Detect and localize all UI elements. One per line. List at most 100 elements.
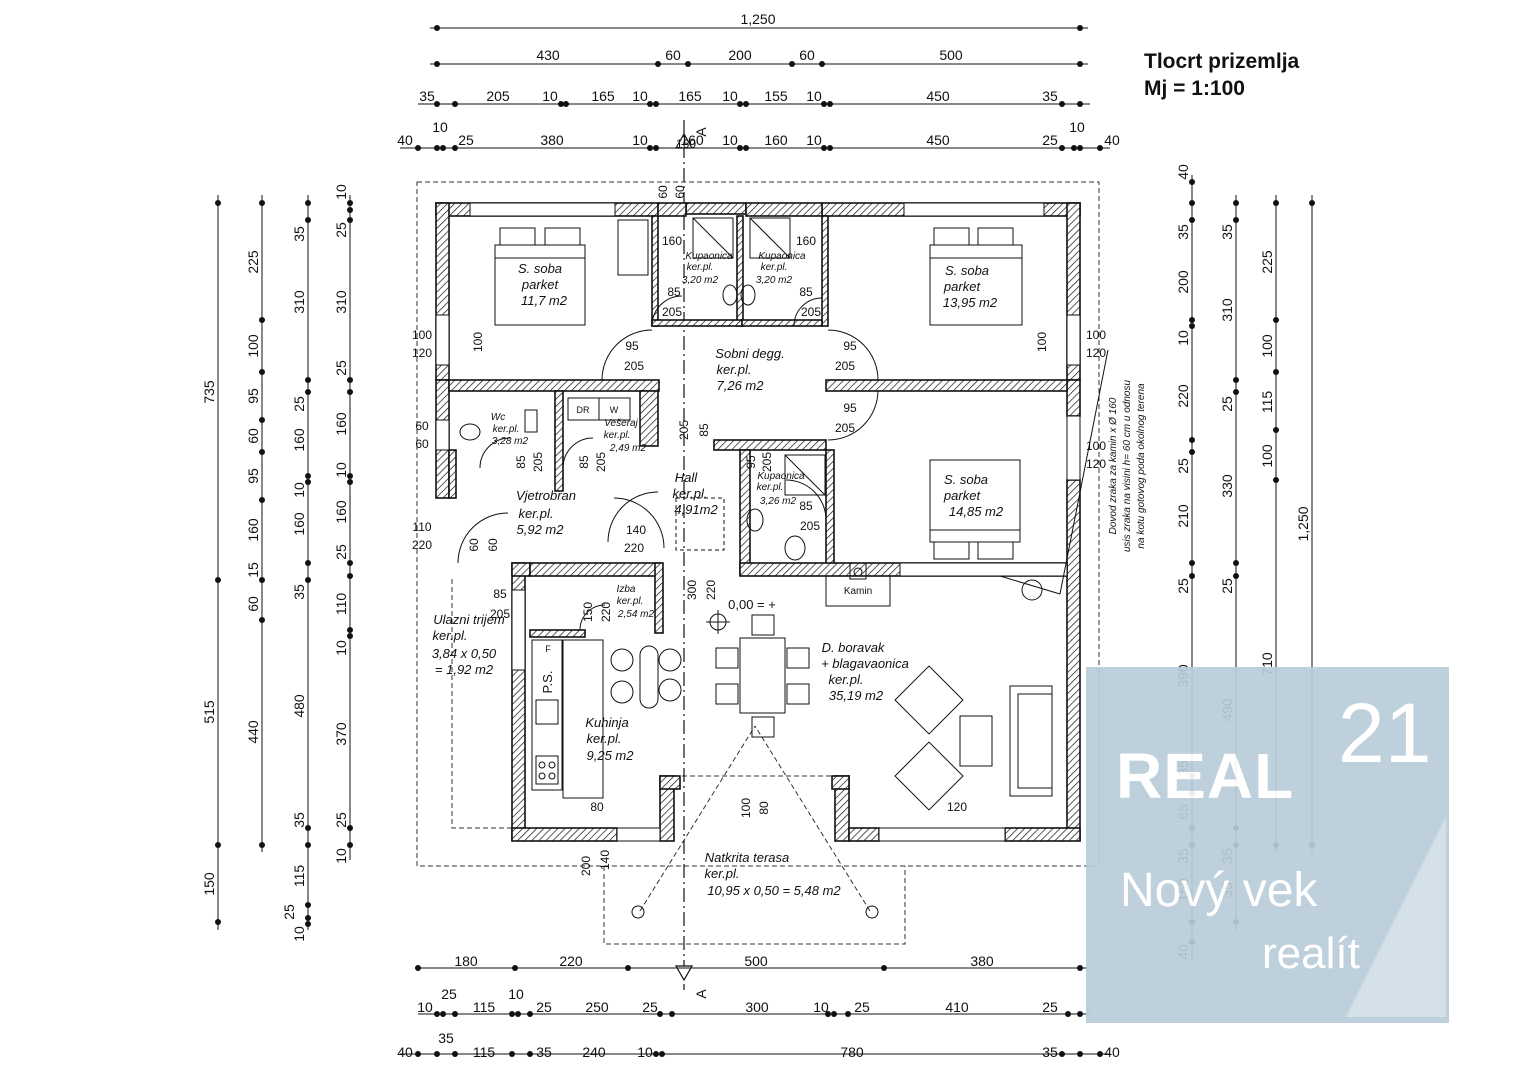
svg-text:14,85 m2: 14,85 m2	[949, 504, 1004, 519]
svg-text:205: 205	[801, 305, 821, 319]
svg-text:60: 60	[656, 185, 670, 199]
watermark-shape	[1346, 817, 1446, 1017]
svg-text:100: 100	[1086, 439, 1106, 453]
svg-text:85: 85	[667, 285, 681, 299]
svg-text:100: 100	[1086, 328, 1106, 342]
left-dimension-text: 735 515 150 225 100 95 60 95 160 15 60 4…	[201, 184, 349, 942]
svg-text:ker.pl.: ker.pl.	[761, 262, 788, 273]
dim-bot-2-8: 10	[813, 999, 829, 1015]
svg-text:ker.pl.: ker.pl.	[604, 430, 631, 441]
dim-top-1-0: 1,250	[740, 11, 775, 27]
room-kitchen: Kuhinja ker.pl. 9,25 m2	[585, 715, 634, 763]
room-pantry: Izba ker.pl. 2,54 m2	[617, 584, 655, 620]
dim-l1-0: 735	[201, 380, 217, 404]
svg-text:3,20 m2: 3,20 m2	[682, 275, 719, 286]
dim-r1-6: 210	[1175, 504, 1191, 528]
room-covered-terrace: Natkrita terasa ker.pl. 10,95 x 0,50 = 5…	[705, 850, 842, 898]
dim-top-4-4: 10	[632, 132, 648, 148]
svg-text:85: 85	[514, 455, 528, 469]
dim-l3-0: 35	[291, 226, 307, 242]
svg-text:13,95 m2: 13,95 m2	[943, 295, 998, 310]
room-wc: Wc ker.pl. 3,28 m2	[491, 412, 529, 447]
svg-text:100: 100	[1035, 332, 1049, 352]
svg-text:120: 120	[1086, 457, 1106, 471]
dim-l4-10: 370	[333, 722, 349, 746]
svg-text:Wc: Wc	[491, 412, 505, 423]
dim-bot-3-2: 115	[473, 1044, 496, 1060]
watermark-number: 21	[1338, 686, 1432, 780]
svg-text:205: 205	[490, 607, 510, 621]
windows	[435, 202, 1081, 842]
room-laundry: Vešeraj ker.pl. 2,49 m2	[604, 418, 647, 454]
svg-text:ker.pl.: ker.pl.	[687, 262, 714, 273]
svg-text:ker.pl.: ker.pl.	[433, 628, 468, 643]
svg-text:205: 205	[835, 421, 855, 435]
svg-text:Kupaonica: Kupaonica	[758, 251, 806, 262]
svg-text:Natkrita terasa: Natkrita terasa	[705, 850, 790, 865]
dim-l4-7: 25	[333, 544, 349, 560]
drawing-title: Tlocrt prizemlja Mj = 1:100	[1144, 48, 1299, 102]
section-markers	[674, 132, 694, 982]
svg-text:205: 205	[677, 420, 691, 440]
dim-l3-6: 35	[291, 584, 307, 600]
dim-top-3-6: 10	[722, 88, 738, 104]
dim-bot-2-7: 300	[745, 999, 769, 1015]
dim-top-3-9: 450	[926, 88, 950, 104]
dim-top-3-1: 205	[486, 88, 510, 104]
svg-text:ker.pl.: ker.pl.	[617, 596, 644, 607]
dim-l3-8: 35	[291, 812, 307, 828]
dim-l3-5: 160	[291, 512, 307, 536]
room-bathroom-2: Kupaonica ker.pl. 3,20 m2	[756, 251, 806, 286]
watermark-line-2: realít	[1262, 929, 1360, 978]
dim-l2-0: 225	[245, 250, 261, 274]
dim-bot-3-8: 40	[1104, 1044, 1120, 1060]
svg-text:10,95 x 0,50 = 5,48 m2: 10,95 x 0,50 = 5,48 m2	[707, 883, 841, 898]
dim-l4-8: 110	[333, 593, 349, 616]
svg-text:220: 220	[704, 580, 718, 600]
dim-bot-3-5: 10	[637, 1044, 653, 1060]
svg-text:3,84 x 0,50: 3,84 x 0,50	[432, 646, 497, 661]
svg-text:ker.pl.: ker.pl.	[705, 866, 740, 881]
svg-text:205: 205	[531, 452, 545, 472]
svg-text:120: 120	[1086, 346, 1106, 360]
room-labels: S. soba parket 11,7 m2 Kupaonica ker.pl.…	[432, 251, 1004, 898]
svg-text:205: 205	[760, 452, 774, 472]
svg-text:+ blagavaonica: + blagavaonica	[821, 656, 909, 671]
kamin-label: Kamin	[844, 586, 872, 597]
svg-text:2,54 m2: 2,54 m2	[617, 609, 655, 620]
dim-bot-2-3: 10	[508, 986, 524, 1002]
dim-r2-0: 35	[1219, 224, 1235, 240]
dim-top-4-11: 10	[1069, 119, 1085, 135]
dim-l3-3: 160	[291, 428, 307, 452]
ventilation-note: Dovod zraka za kamin x Ø 160 usis zraka …	[1108, 380, 1147, 552]
dimension-ticks	[215, 25, 1315, 1057]
svg-text:parket: parket	[521, 277, 560, 292]
dim-bot-3-3: 35	[536, 1044, 552, 1060]
svg-text:220: 220	[599, 602, 613, 622]
svg-text:parket: parket	[943, 279, 982, 294]
svg-text:ker.pl.: ker.pl.	[717, 362, 752, 377]
room-entrance-porch: Ulazni trijem ker.pl. 3,84 x 0,50 = 1,92…	[432, 612, 505, 677]
dim-top-3-7: 155	[764, 88, 788, 104]
dim-top-4-0: 40	[397, 132, 413, 148]
dim-r4-0: 1,250	[1295, 506, 1311, 541]
svg-text:205: 205	[624, 359, 644, 373]
dim-l1-2: 150	[201, 872, 217, 896]
dim-r1-1: 35	[1175, 224, 1191, 240]
room-hall: Hall ker.pl. 4,91m2	[673, 470, 719, 517]
svg-text:205: 205	[594, 452, 608, 472]
room-bathroom-1: Kupaonica ker.pl. 3,20 m2	[682, 251, 733, 286]
svg-text:120: 120	[412, 346, 432, 360]
room-bedroom-1: S. soba parket 11,7 m2	[518, 261, 568, 308]
svg-text:4,91m2: 4,91m2	[674, 502, 718, 517]
svg-text:Hall: Hall	[675, 470, 699, 485]
dim-top-4-9: 450	[926, 132, 950, 148]
dim-top-4-10: 25	[1042, 132, 1058, 148]
svg-text:160: 160	[662, 234, 682, 248]
dim-bot-2-6: 25	[642, 999, 658, 1015]
dim-l1-1: 515	[201, 700, 217, 724]
scale-label: Mj = 1:100	[1144, 77, 1245, 100]
dim-bot-3-7: 35	[1042, 1044, 1058, 1060]
level-marker-label: 0,00 = +	[728, 597, 776, 612]
